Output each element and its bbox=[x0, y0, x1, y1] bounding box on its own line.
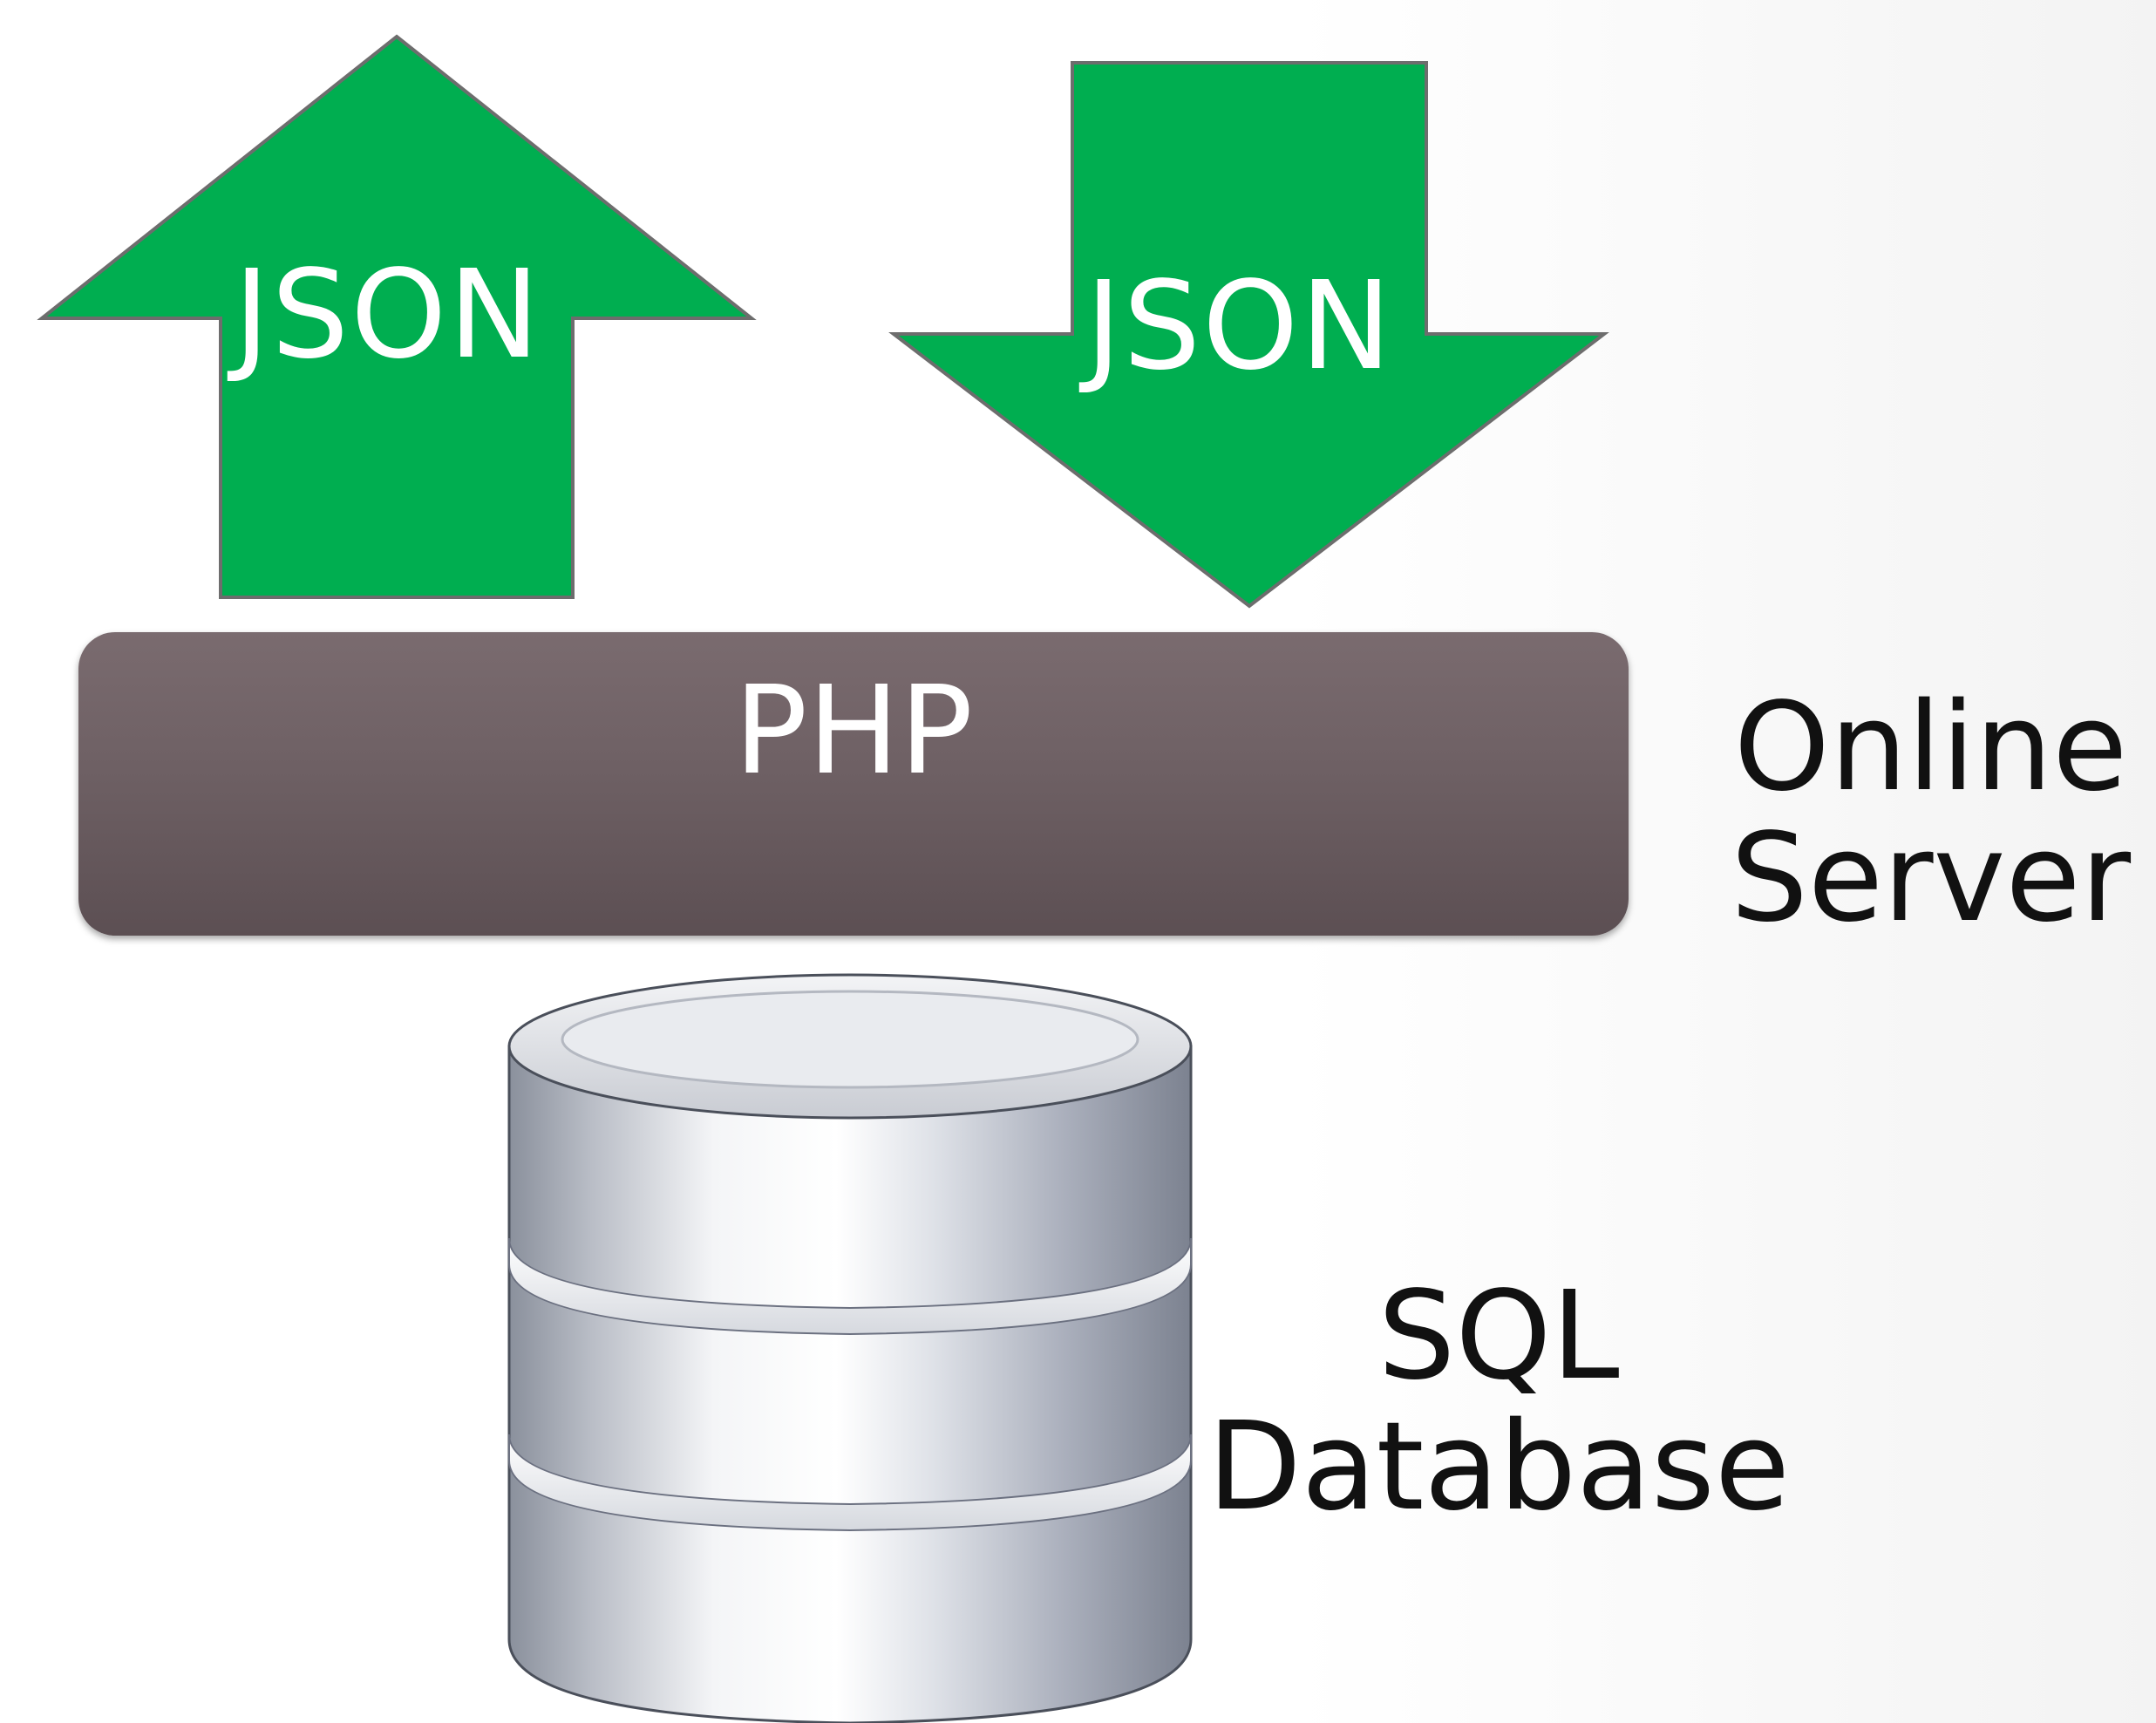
database-cylinder-icon bbox=[507, 973, 1193, 1723]
upload-arrow-label: JSON bbox=[234, 244, 542, 386]
sql-database-label: SQL Database bbox=[1207, 1271, 1790, 1533]
online-server-label-line2: Server bbox=[1731, 807, 2132, 950]
sql-database-label-line1: SQL bbox=[1377, 1265, 1620, 1407]
php-layer-label: PHP bbox=[733, 660, 974, 802]
download-arrow bbox=[888, 61, 1609, 609]
online-server-label-line1: Online bbox=[1733, 677, 2128, 819]
upload-arrow bbox=[37, 34, 757, 599]
online-server-label: Online Server bbox=[1731, 683, 2131, 944]
sql-database-label-line2: Database bbox=[1207, 1395, 1791, 1538]
php-layer-bar: PHP bbox=[78, 632, 1629, 936]
download-arrow-label: JSON bbox=[1085, 255, 1394, 398]
